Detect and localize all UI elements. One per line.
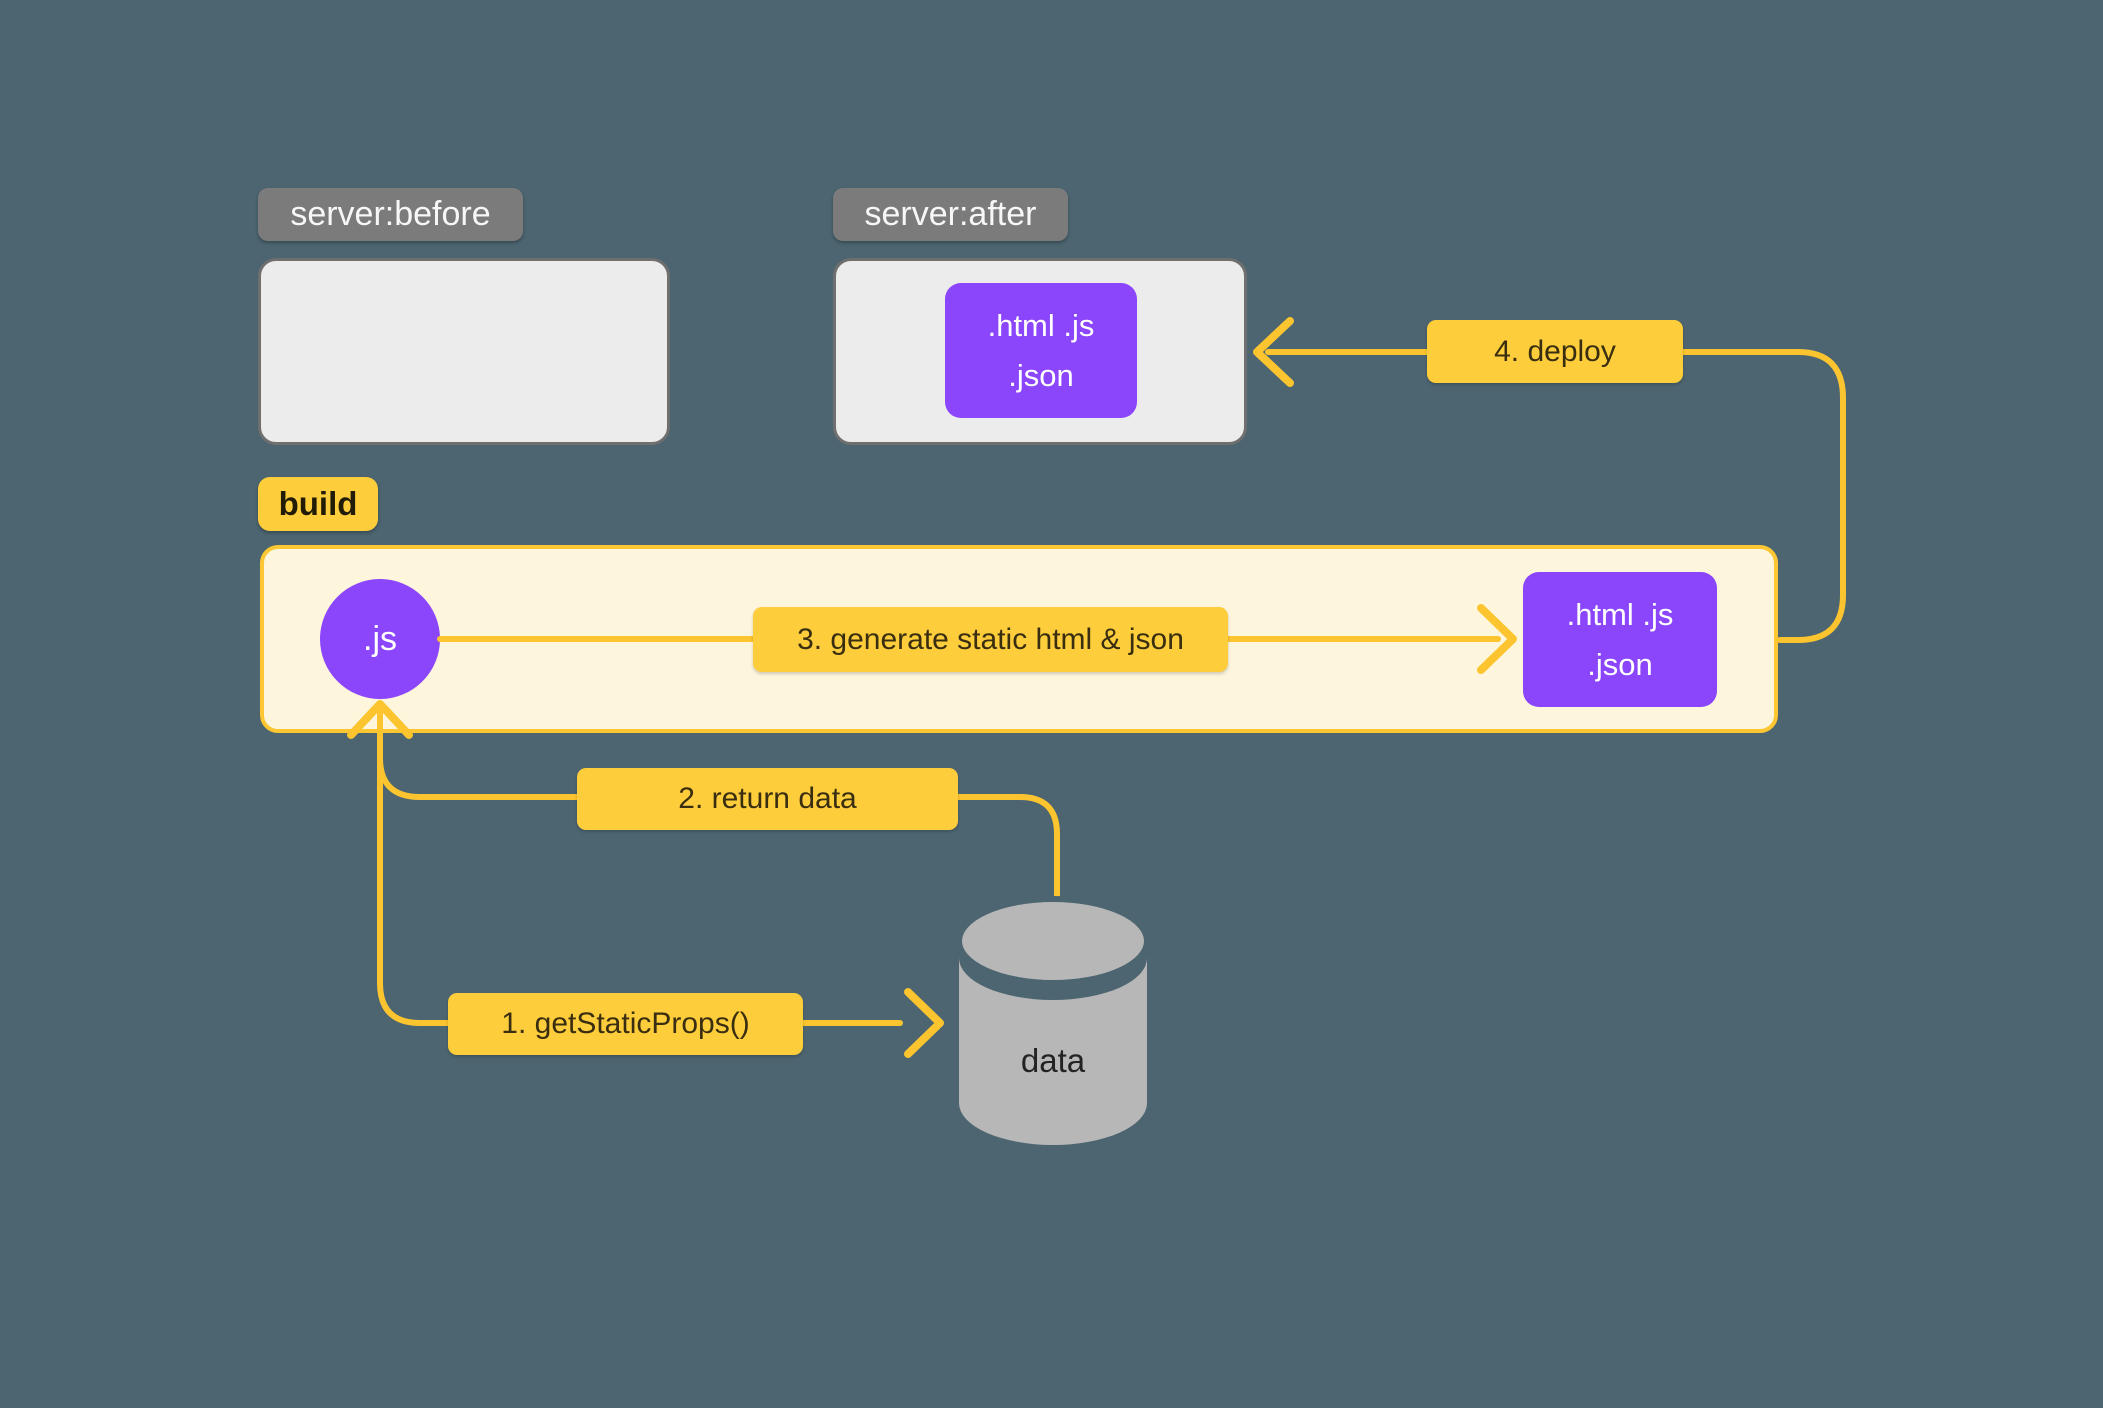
server-after-files-node: .html .js .json: [945, 283, 1137, 418]
tag-server-after-label: server:after: [864, 195, 1037, 233]
tag-server-before-label: server:before: [290, 195, 491, 233]
step-deploy-label: 4. deploy: [1427, 320, 1683, 383]
js-node: .js: [320, 579, 440, 699]
tag-build: build: [258, 477, 378, 531]
connector-js-loop: [377, 703, 451, 1026]
arrowhead-right-data-icon: [904, 988, 944, 1058]
data-store-text: data: [1020, 1042, 1086, 1079]
data-cylinder-lid: [956, 896, 1150, 986]
connector-return-data: [955, 794, 1060, 901]
step-generate-text: 3. generate static html & json: [797, 622, 1184, 656]
step-getstaticprops-label: 1. getStaticProps(): [448, 993, 803, 1055]
arrowhead-right-generate-icon: [1477, 604, 1517, 674]
js-node-label: .js: [363, 619, 397, 658]
step-deploy-text: 4. deploy: [1494, 334, 1616, 368]
build-files-line2: .json: [1587, 646, 1653, 682]
arrowhead-up-icon: [347, 700, 413, 739]
data-cylinder: [956, 896, 1150, 1145]
build-files-node: .html .js .json: [1523, 572, 1717, 707]
connector-deploy: [1265, 349, 1846, 643]
connector-return-branch: [377, 755, 580, 800]
server-after-files-line1: .html .js: [987, 307, 1095, 343]
server-before-panel: [258, 258, 670, 445]
tag-build-label: build: [278, 485, 358, 522]
data-store-label: data: [959, 1042, 1147, 1080]
tag-server-after: server:after: [833, 188, 1068, 241]
step-return-data-label: 2. return data: [577, 768, 958, 830]
step-getstaticprops-text: 1. getStaticProps(): [501, 1007, 750, 1040]
tag-server-before: server:before: [258, 188, 523, 241]
server-after-files-line2: .json: [1008, 357, 1074, 393]
arrowhead-left-icon: [1253, 317, 1294, 387]
step-generate-label: 3. generate static html & json: [753, 607, 1228, 672]
build-files-line1: .html .js: [1566, 596, 1674, 632]
step-return-data-text: 2. return data: [678, 782, 857, 815]
data-cylinder-body: [959, 958, 1147, 1145]
